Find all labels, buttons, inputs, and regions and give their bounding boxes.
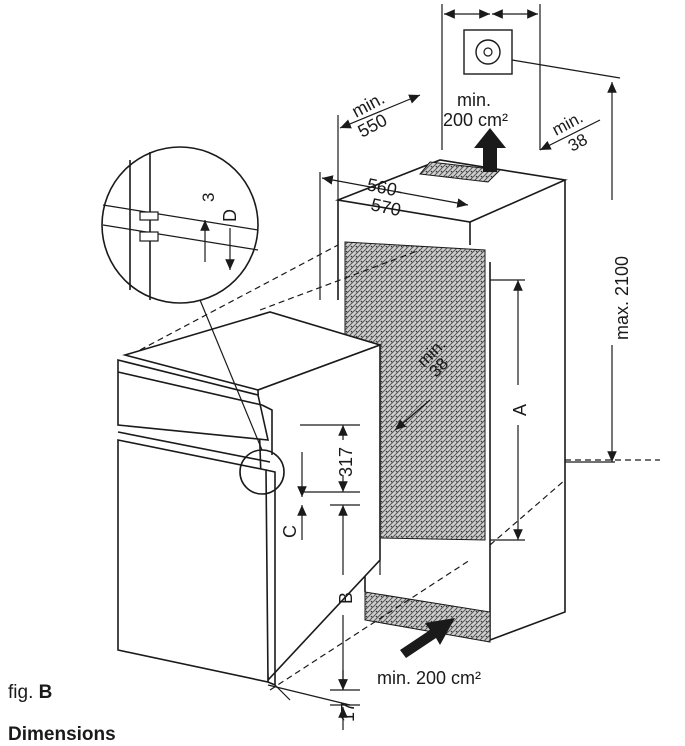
dim-c-label: C — [280, 525, 300, 538]
dim-a-label: A — [510, 404, 530, 416]
figure-caption-prefix: fig. — [8, 682, 34, 703]
height-max-label: max. 2100 — [612, 256, 632, 340]
bottom-vent-grille — [364, 591, 491, 643]
dim-d-label: D — [220, 209, 240, 222]
detail-magnifier — [101, 146, 285, 495]
dim-17-label: 17 — [338, 702, 358, 722]
vent-top-prefix: min. — [457, 90, 491, 110]
section-title: Dimensions — [8, 724, 116, 745]
projection-lines — [139, 244, 660, 691]
dim-b-label: B — [336, 592, 356, 604]
airflow-up-arrow — [474, 128, 506, 172]
appliance-refrigerator — [117, 311, 383, 706]
dim-3-label: 3 — [199, 193, 218, 202]
hinge-detail-marker — [239, 449, 285, 495]
top-vent-grille — [419, 161, 502, 183]
figure-caption-letter: B — [38, 682, 53, 703]
figure-caption: fig. B — [8, 682, 52, 704]
vent-bottom-label: min. 200 cm² — [377, 668, 481, 688]
airflow-in-arrow — [400, 618, 455, 658]
vent-top-value: 200 cm² — [443, 110, 508, 130]
dim-317-label: 317 — [336, 447, 356, 477]
dimension-lines — [297, 82, 617, 730]
wall-vent-device — [441, 4, 621, 150]
airflow-arrows — [400, 128, 506, 658]
